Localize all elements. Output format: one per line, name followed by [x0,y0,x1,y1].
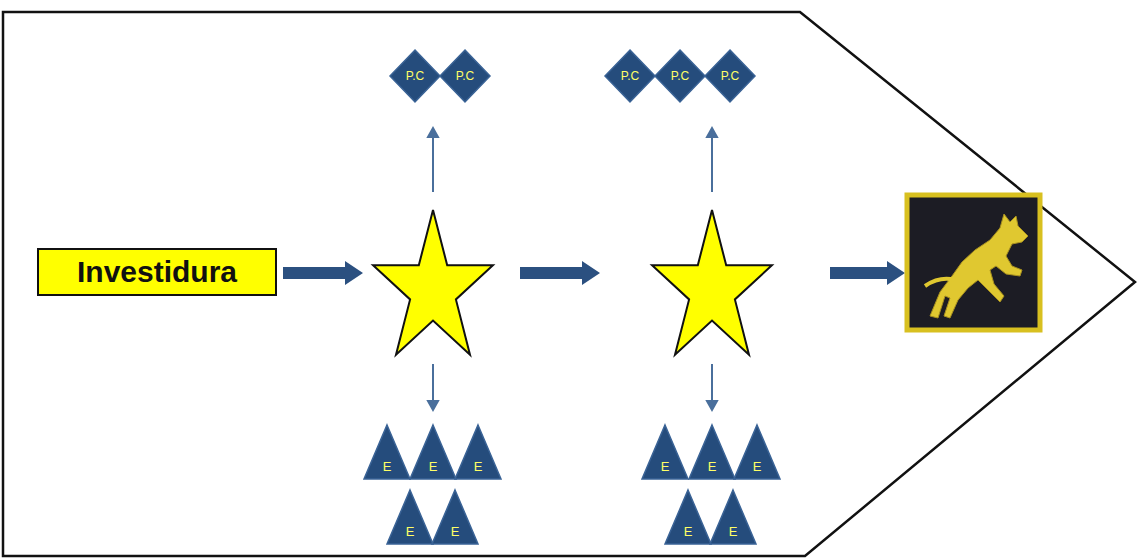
triangle-fill [364,425,410,479]
shape-label: E [684,524,693,539]
shape-label: E [451,524,460,539]
diamond-shape: P.C [605,50,655,102]
triangle-fill [734,425,780,479]
triangle-shape: E [455,425,501,479]
triangle-shape: E [432,490,478,544]
block-arrow [283,261,363,285]
shape-label: E [729,524,738,539]
star-symbol [652,210,772,355]
up-arrow-line [432,136,434,192]
shape-label: P.C [721,69,739,83]
down-arrow-line [711,364,713,402]
triangle-fill [432,490,478,544]
triangle-fill [387,490,433,544]
shape-label: E [708,459,717,474]
up-arrow-head [707,128,717,137]
box-label: Investidura [77,255,237,289]
triangle-fill [642,425,688,479]
triangle-fill [455,425,501,479]
triangle-fill [665,490,711,544]
star-symbol [373,210,493,355]
shape-label: E [474,459,483,474]
diamond-fill [705,50,755,102]
triangle-fill [710,490,756,544]
down-arrow-head [707,401,717,410]
down-arrow-head [428,401,438,410]
shape-label: P.C [671,69,689,83]
triangle-shape: E [642,425,688,479]
shape-label: P.C [621,69,639,83]
shape-label: P.C [406,69,424,83]
diamond-fill [605,50,655,102]
triangle-shape: E [665,490,711,544]
diamond-fill [390,50,440,102]
diamond-fill [440,50,490,102]
shape-label: E [661,459,670,474]
diamond-fill [655,50,705,102]
down-arrow-line [432,364,434,402]
diamond-shape: P.C [705,50,755,102]
up-arrow-head [428,128,438,137]
triangle-shape: E [364,425,410,479]
diamond-shape: P.C [390,50,440,102]
triangle-fill [410,425,456,479]
wolf-badge [907,195,1040,330]
shape-label: E [429,459,438,474]
triangle-fill [689,425,735,479]
diamond-shape: P.C [655,50,705,102]
block-arrow [520,261,600,285]
shape-label: P.C [456,69,474,83]
block-arrow [830,261,905,285]
triangle-shape: E [410,425,456,479]
star-shape [652,210,772,355]
wolf-tail [925,279,955,286]
triangle-shape: E [710,490,756,544]
shape-label: E [753,459,762,474]
shape-label: E [406,524,415,539]
pentagon-outline [3,12,1135,556]
shape-label: E [383,459,392,474]
diamond-shape: P.C [440,50,490,102]
triangle-shape: E [734,425,780,479]
thin-arrows [428,128,717,410]
process-box: Investidura [37,248,277,296]
wolf-figure [930,214,1028,318]
badge-frame [907,195,1040,330]
up-arrow-line [711,136,713,192]
triangle-shape: E [689,425,735,479]
triangle-shape: E [387,490,433,544]
star-shape [373,210,493,355]
